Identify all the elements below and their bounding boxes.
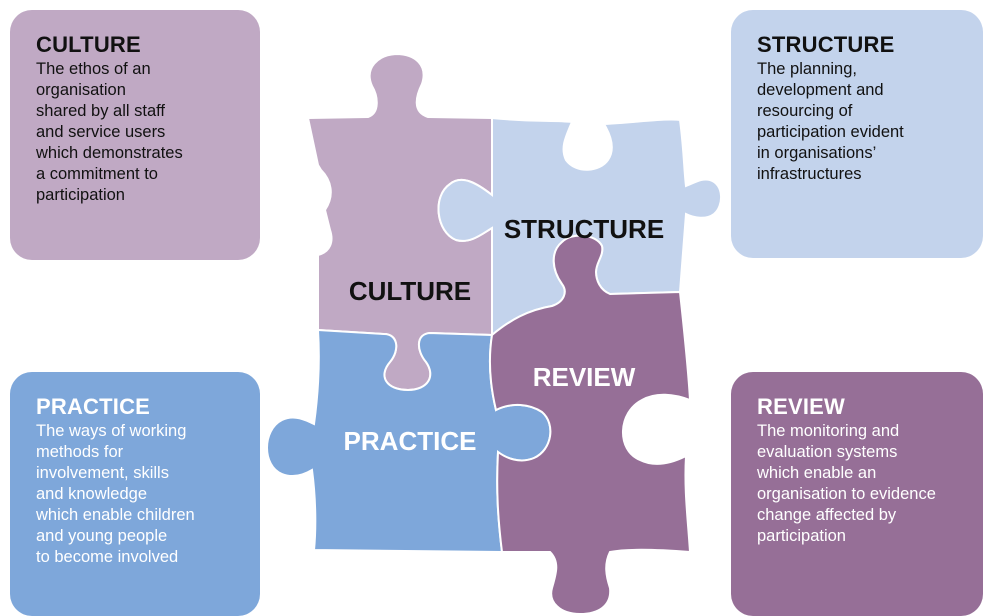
review-puzzle-piece [488, 234, 692, 616]
culture-piece-label: CULTURE [349, 276, 471, 306]
culture-card-description: The ethos of an organisation shared by a… [36, 60, 183, 204]
review-card-title: REVIEW [757, 394, 845, 419]
structure-card-title: STRUCTURE [757, 32, 895, 57]
culture-card: CULTURE The ethos of an organisation sha… [10, 10, 260, 260]
review-piece-label: REVIEW [533, 362, 636, 392]
culture-card-title: CULTURE [36, 32, 141, 57]
practice-card: PRACTICE The ways of working methods for… [10, 372, 260, 616]
practice-piece-label: PRACTICE [344, 426, 477, 456]
structure-card: STRUCTURE The planning, development and … [731, 10, 983, 258]
structure-piece-label: STRUCTURE [504, 214, 664, 244]
review-card-description: The monitoring and evaluation systems wh… [757, 422, 936, 545]
practice-card-title: PRACTICE [36, 394, 151, 419]
structure-card-description: The planning, development and resourcing… [757, 60, 904, 183]
review-card: REVIEW The monitoring and evaluation sys… [731, 372, 983, 616]
practice-card-description: The ways of working methods for involvem… [36, 422, 195, 566]
